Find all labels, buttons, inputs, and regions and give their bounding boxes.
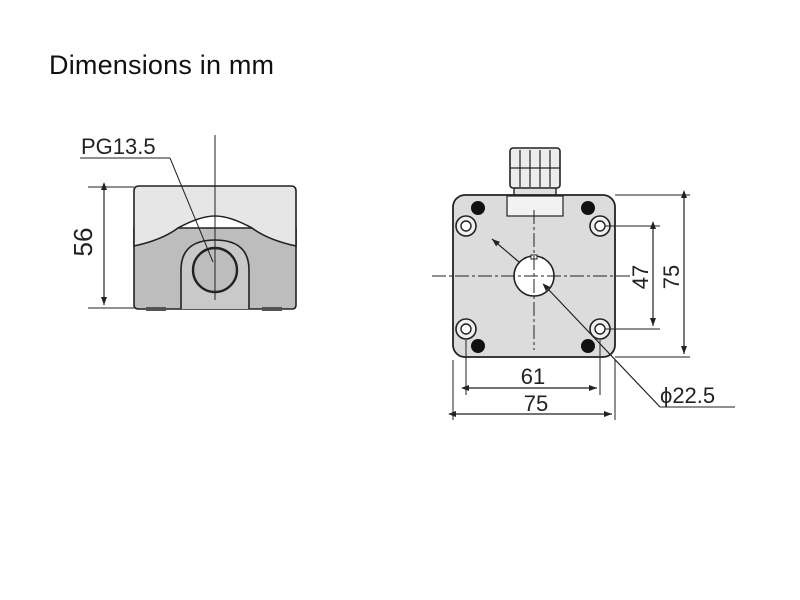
screw-head bbox=[471, 339, 485, 353]
hole-spacing-height-label: 47 bbox=[628, 265, 653, 289]
mounting-hole bbox=[455, 318, 477, 340]
leader-line bbox=[169, 157, 214, 263]
hole-diameter-label: ϕ22.5 bbox=[660, 383, 715, 408]
top-slot bbox=[506, 195, 564, 217]
thread-label: PG13.5 bbox=[81, 134, 156, 159]
diameter-leader bbox=[542, 283, 661, 408]
front-view: ϕ22.5 61 75 47 75 bbox=[432, 147, 735, 420]
height-label: 56 bbox=[68, 228, 98, 257]
mounting-hole bbox=[455, 215, 477, 237]
screw-head bbox=[581, 339, 595, 353]
cable-gland bbox=[509, 147, 561, 197]
mounting-hole bbox=[589, 215, 611, 237]
side-view: 56 PG13.5 bbox=[68, 134, 297, 311]
housing-foot bbox=[262, 307, 282, 311]
hole-spacing-width-label: 61 bbox=[521, 364, 545, 389]
mounting-hole bbox=[589, 318, 611, 340]
screw-head bbox=[471, 201, 485, 215]
outer-width-label: 75 bbox=[524, 391, 548, 416]
diameter-arrow bbox=[491, 238, 520, 263]
housing-foot bbox=[146, 307, 166, 311]
page-title: Dimensions in mm bbox=[49, 50, 275, 80]
screw-head bbox=[581, 201, 595, 215]
outer-height-label: 75 bbox=[659, 265, 684, 289]
